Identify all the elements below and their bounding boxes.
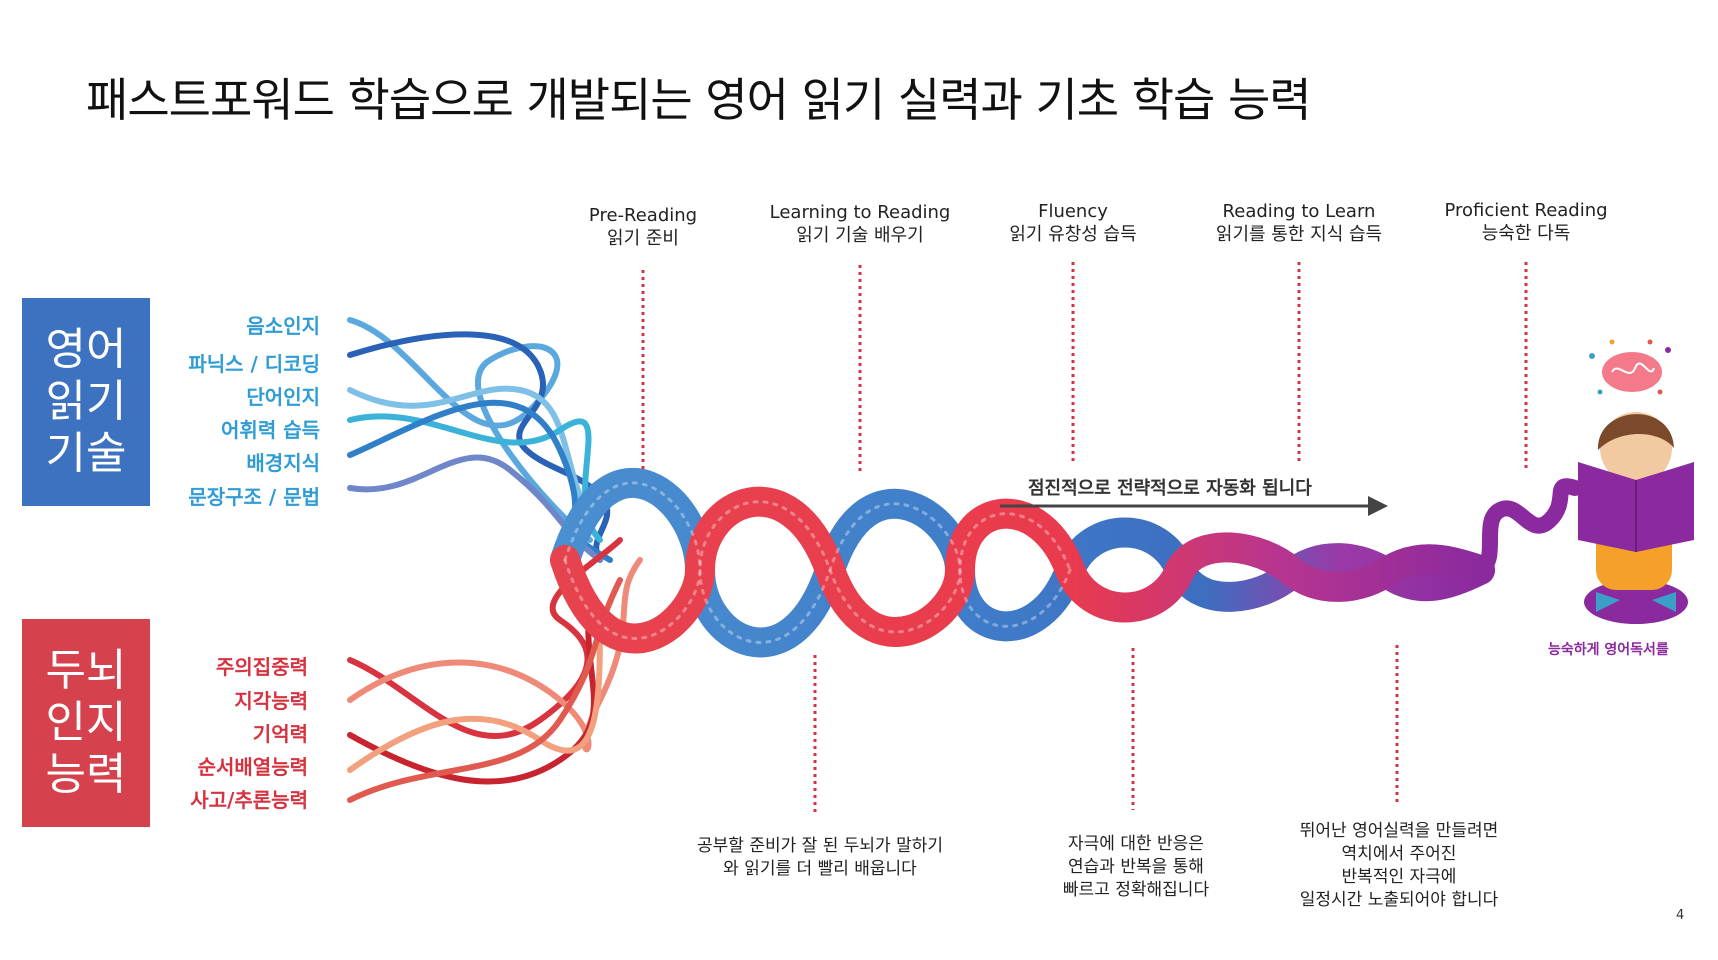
cognitive-skill-label: 지각능력 xyxy=(234,689,308,713)
reading-box-line: 영어 xyxy=(45,324,127,375)
note-brain-ready: 공부할 준비가 잘 된 두뇌가 말하기 와 읽기를 더 빨리 배웁니다 xyxy=(697,835,943,881)
note-line: 빠르고 정확해집니다 xyxy=(1062,880,1210,900)
stage-learning-to-reading: Learning to Reading 읽기 기술 배우기 xyxy=(770,201,951,247)
reading-skill-label: 단어인지 xyxy=(246,385,320,409)
cognitive-skill-label: 주의집중력 xyxy=(216,655,308,679)
stage-fluency: Fluency 읽기 유창성 습득 xyxy=(1009,200,1136,246)
automation-arrow-label: 점진적으로 전략적으로 자동화 됩니다 xyxy=(1028,478,1312,499)
stage-markers xyxy=(641,262,1528,815)
helix xyxy=(550,468,1583,658)
note-line: 자극에 대한 반응은 xyxy=(1068,834,1204,854)
note-line: 반복적인 자극에 xyxy=(1341,867,1457,887)
page-title: 패스트포워드 학습으로 개발되는 영어 읽기 실력과 기초 학습 능력 xyxy=(86,73,1312,127)
stage-en-label: Pre-Reading xyxy=(588,205,698,226)
cognitive-skill-label: 기억력 xyxy=(252,722,308,746)
reading-box-line: 기술 xyxy=(45,428,127,479)
reading-skill-label: 음소인지 xyxy=(246,314,320,338)
reading-skill-label: 문장구조 / 문법 xyxy=(188,485,320,509)
cognitive-box-line: 능력 xyxy=(45,749,127,800)
stage-en-label: Fluency xyxy=(1038,201,1108,222)
note-line: 역치에서 주어진 xyxy=(1341,844,1457,864)
stage-ko-label: 읽기 기술 배우기 xyxy=(796,225,924,246)
stage-en-label: Proficient Reading xyxy=(1444,200,1608,221)
note-line: 공부할 준비가 잘 된 두뇌가 말하기 xyxy=(697,836,943,856)
stage-ko-label: 읽기 유창성 습득 xyxy=(1009,224,1137,245)
stage-pre-reading: Pre-Reading 읽기 준비 xyxy=(589,204,697,250)
reading-skills-box: 영어 읽기 기술 xyxy=(22,298,150,506)
reader-caption: 능숙하게 영어독서를 xyxy=(1548,642,1669,658)
reading-child-illustration xyxy=(1578,339,1694,624)
cognitive-skill-label: 사고/추론능력 xyxy=(190,788,308,812)
stage-en-label: Learning to Reading xyxy=(769,202,951,223)
note-line: 연습과 반복을 통해 xyxy=(1068,857,1204,877)
stage-reading-to-learn: Reading to Learn 읽기를 통한 지식 습득 xyxy=(1216,200,1382,246)
note-line: 뛰어난 영어실력을 만들려면 xyxy=(1299,821,1499,841)
page-number: 4 xyxy=(1676,908,1685,923)
reading-skill-label: 배경지식 xyxy=(246,451,320,475)
note-threshold-exposure: 뛰어난 영어실력을 만들려면 역치에서 주어진 반복적인 자극에 일정시간 노출… xyxy=(1300,820,1499,912)
reading-box-line: 읽기 xyxy=(45,376,127,427)
stage-ko-label: 읽기 준비 xyxy=(607,228,679,249)
cognitive-strands xyxy=(347,537,643,803)
stage-proficient-reading: Proficient Reading 능숙한 다독 xyxy=(1444,199,1607,245)
stage-en-label: Reading to Learn xyxy=(1222,201,1376,222)
stage-ko-label: 능숙한 다독 xyxy=(1481,223,1571,244)
stage-ko-label: 읽기를 통한 지식 습득 xyxy=(1215,224,1383,245)
cognitive-box-line: 인지 xyxy=(45,697,127,748)
cognitive-box-line: 두뇌 xyxy=(45,645,127,696)
reading-skill-label: 파닉스 / 디코딩 xyxy=(188,352,320,376)
note-line: 일정시간 노출되어야 합니다 xyxy=(1299,890,1499,910)
automation-arrow xyxy=(1000,496,1388,516)
cognitive-skill-label: 순서배열능력 xyxy=(197,755,308,779)
note-stimulus-response: 자극에 대한 반응은 연습과 반복을 통해 빠르고 정확해집니다 xyxy=(1063,833,1209,902)
note-line: 와 읽기를 더 빨리 배웁니다 xyxy=(723,859,917,879)
reading-skill-label: 어휘력 습득 xyxy=(221,418,320,442)
cognitive-skills-box: 두뇌 인지 능력 xyxy=(22,619,150,827)
